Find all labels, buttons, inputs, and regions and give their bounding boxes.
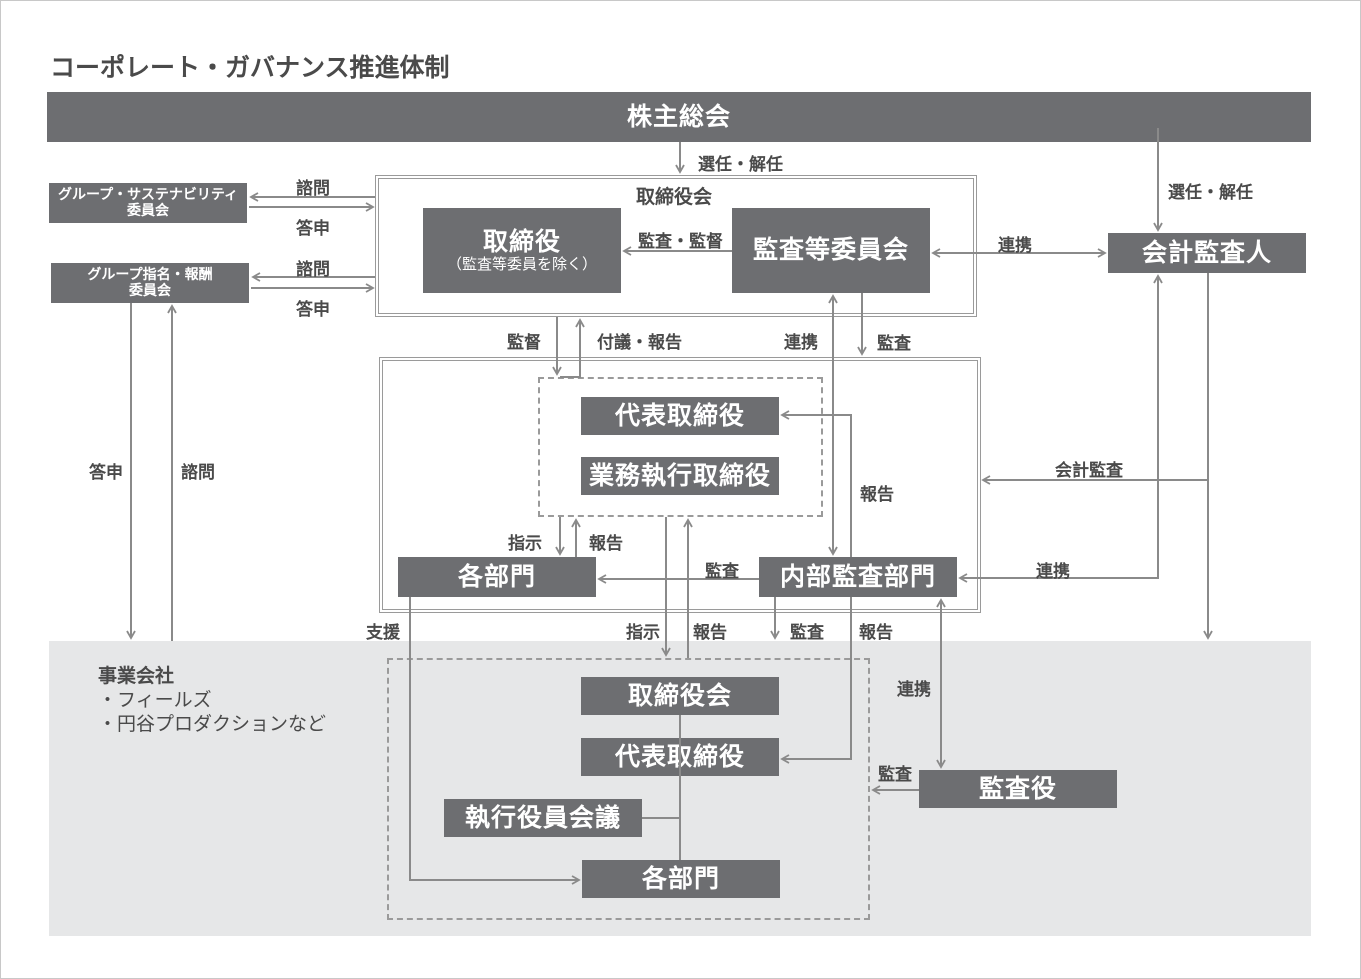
- label-supervise: 監督: [507, 333, 541, 353]
- arrow-support: [409, 597, 581, 885]
- label-cooperation: 連携: [784, 333, 818, 353]
- operating-company-item: ・フィールズ: [98, 689, 212, 711]
- accounting-auditor-box: 会計監査人: [1108, 233, 1306, 273]
- label-cooperation: 連携: [897, 680, 931, 700]
- label-answer: 答申: [296, 300, 330, 320]
- executive-director-label: 業務執行取締役: [588, 460, 771, 490]
- label-audit: 監査: [878, 765, 912, 785]
- label-audit: 監査: [790, 623, 824, 643]
- page-title: コーポレート・ガバナンス推進体制: [50, 53, 450, 82]
- directors-label: 取締役: [482, 226, 561, 256]
- audit-committee-box: 監査等委員会: [732, 208, 930, 293]
- sustainability-committee-label: グループ・サステナビリティ 委員会: [57, 186, 239, 219]
- executive-dashed-group: [538, 377, 823, 517]
- label-audit: 監査: [705, 562, 739, 582]
- arrow-report-4: [780, 597, 852, 764]
- representative-director-box: 代表取締役: [581, 397, 779, 435]
- representative-director-label: 代表取締役: [614, 400, 745, 430]
- arrow-report-1: [780, 410, 852, 557]
- sub-departments-box: 各部門: [582, 860, 780, 898]
- accounting-auditor-label: 会計監査人: [1141, 237, 1272, 267]
- auditor-label: 監査役: [978, 773, 1057, 803]
- label-audit: 監査: [877, 334, 911, 354]
- sub-board-box: 取締役会: [581, 677, 779, 715]
- directors-note: （監査等委員を除く）: [446, 255, 597, 274]
- label-answer: 答申: [296, 219, 330, 239]
- board-frame: [375, 175, 977, 317]
- label-audit-supervise: 監査・監督: [638, 232, 723, 252]
- sub-exec-meeting-box: 執行役員会議: [444, 799, 642, 837]
- label-support: 支援: [366, 623, 400, 643]
- label-report: 報告: [589, 534, 623, 554]
- arrow-proposal-report: [560, 318, 585, 378]
- label-instruct: 指示: [626, 623, 660, 643]
- subsidiary-dashed-group: [387, 658, 870, 920]
- shareholders-meeting-bar: 株主総会: [47, 92, 1311, 142]
- operating-company-list: 事業会社 ・フィールズ ・円谷プロダクションなど: [98, 664, 326, 736]
- label-cooperation: 連携: [1036, 562, 1070, 582]
- sustainability-committee-box: グループ・サステナビリティ 委員会: [49, 183, 247, 223]
- sub-board-label: 取締役会: [627, 680, 732, 710]
- executive-director-box: 業務執行取締役: [581, 457, 779, 495]
- sub-departments-label: 各部門: [641, 863, 720, 893]
- label-consult: 諮問: [296, 179, 330, 199]
- label-report: 報告: [859, 623, 893, 643]
- arrow-cooperation-3: [958, 276, 1159, 583]
- departments-label: 各部門: [457, 561, 536, 591]
- label-elect-dismiss: 選任・解任: [698, 155, 783, 175]
- label-elect-dismiss: 選任・解任: [1168, 183, 1253, 203]
- nomination-committee-label: グループ指名・報酬 委員会: [87, 266, 213, 299]
- label-consult: 諮問: [181, 463, 215, 483]
- board-title: 取締役会: [636, 186, 713, 208]
- label-instruct: 指示: [508, 534, 542, 554]
- label-accounting-audit: 会計監査: [1055, 461, 1123, 481]
- execution-frame: [379, 357, 981, 613]
- label-proposal-report: 付議・報告: [597, 333, 682, 353]
- label-cooperation: 連携: [998, 236, 1032, 256]
- label-report: 報告: [693, 623, 727, 643]
- audit-committee-label: 監査等委員会: [752, 235, 909, 265]
- internal-audit-label: 内部監査部門: [779, 561, 936, 591]
- sub-exec-meeting-label: 執行役員会議: [464, 802, 621, 832]
- label-answer: 答申: [89, 463, 123, 483]
- nomination-committee-box: グループ指名・報酬 委員会: [51, 263, 249, 303]
- internal-audit-box: 内部監査部門: [759, 557, 957, 597]
- label-consult: 諮問: [296, 260, 330, 280]
- label-report: 報告: [860, 485, 894, 505]
- shareholders-meeting-label: 株主総会: [626, 101, 731, 131]
- departments-box: 各部門: [398, 557, 596, 597]
- operating-company-item: ・円谷プロダクションなど: [98, 713, 327, 735]
- directors-box: 取締役 （監査等委員を除く）: [423, 208, 621, 293]
- operating-company-heading: 事業会社: [98, 665, 175, 687]
- auditor-box: 監査役: [919, 770, 1117, 808]
